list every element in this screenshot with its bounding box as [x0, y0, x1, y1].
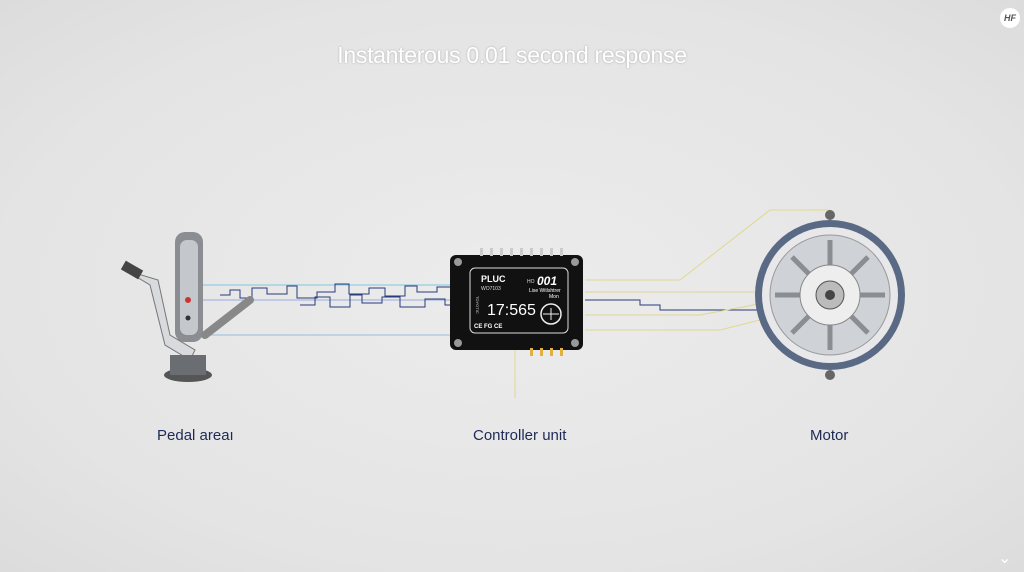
svg-text:WO7103: WO7103 [481, 286, 501, 292]
logo: HF [1000, 8, 1020, 28]
svg-text:HO: HO [527, 279, 535, 285]
svg-text:CE FG CE: CE FG CE [474, 324, 502, 330]
controller-label: Controller unit [473, 427, 567, 444]
pedal-illustration [120, 232, 254, 382]
motor-label: Motor [810, 427, 849, 444]
pedal-label: Pedal areaı [157, 427, 234, 444]
svg-text:Lise Witlshtrer: Lise Witlshtrer [529, 288, 561, 294]
display-brand: PLUC [481, 274, 506, 284]
svg-text:Mon: Mon [549, 294, 559, 300]
svg-text:TOYOTIC: TOYOTIC [475, 296, 480, 314]
page-title: Instanterous 0.01 second response [337, 42, 687, 68]
motor-illustration [755, 210, 905, 380]
display-code: 001 [537, 274, 557, 288]
controller-illustration [450, 248, 583, 356]
chevron-down-icon[interactable]: ⌄ [998, 550, 1012, 567]
display-time: 17:565 [487, 302, 536, 319]
signal-lines [200, 209, 830, 398]
